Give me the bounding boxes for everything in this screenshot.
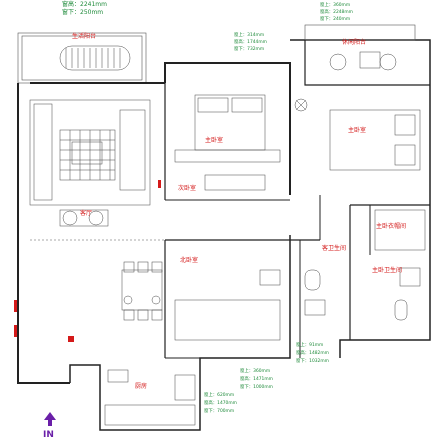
svg-text:主卧室: 主卧室	[348, 126, 366, 134]
living-room-furniture	[29, 99, 151, 227]
svg-text:IN: IN	[43, 430, 54, 440]
master-bedroom-2-furniture	[294, 51, 421, 171]
svg-text:窗下：732mm: 窗下：732mm	[234, 45, 264, 52]
svg-text:北卧室: 北卧室	[180, 256, 198, 264]
room-labels: 生活阳台 休闲阳台 主卧室 主卧室 次卧室 客厅 客卫生间 主卧衣帽间 主卧卫生…	[14, 32, 406, 390]
balcony-planters	[59, 45, 131, 71]
svg-text:窗上：314mm: 窗上：314mm	[234, 31, 264, 38]
svg-text:生活阳台: 生活阳台	[72, 32, 96, 40]
svg-text:窗下：250mm: 窗下：250mm	[62, 8, 103, 16]
svg-text:主卧衣帽间: 主卧衣帽间	[376, 222, 406, 230]
svg-text:厨房: 厨房	[135, 382, 147, 390]
svg-text:窗高：1471mm: 窗高：1471mm	[240, 375, 273, 382]
svg-text:客卫生间: 客卫生间	[322, 244, 346, 252]
svg-text:主卧室: 主卧室	[205, 136, 223, 144]
dining-furniture	[121, 261, 163, 321]
svg-text:窗下：1000mm: 窗下：1000mm	[240, 383, 273, 390]
svg-text:休闲阳台: 休闲阳台	[342, 38, 366, 46]
walls	[17, 24, 431, 431]
dimension-master-window: 窗上：314mm 窗高：1744mm 窗下：732mm	[234, 31, 267, 52]
svg-text:窗上：620mm: 窗上：620mm	[204, 391, 234, 398]
svg-text:窗高：2241mm: 窗高：2241mm	[62, 0, 107, 8]
dimension-balcony-top: 窗高：2241mm 窗下：250mm	[62, 0, 107, 16]
svg-text:窗上：91mm: 窗上：91mm	[296, 341, 323, 348]
bath-fixtures	[174, 209, 426, 341]
dimension-right-top: 窗上：360mm 窗高：2248mm 窗下：240mm	[320, 1, 353, 22]
svg-text:窗高：1482mm: 窗高：1482mm	[296, 349, 329, 356]
svg-text:窗高：1470mm: 窗高：1470mm	[204, 399, 237, 406]
svg-text:窗上：360mm: 窗上：360mm	[320, 1, 350, 8]
svg-text:窗下：1032mm: 窗下：1032mm	[296, 357, 329, 364]
entry-marker: IN	[43, 412, 56, 440]
svg-text:窗上：360mm: 窗上：360mm	[240, 367, 270, 374]
svg-text:次卧室: 次卧室	[178, 184, 196, 192]
master-bedroom-1-furniture	[174, 94, 281, 191]
kitchen-fixtures	[104, 369, 196, 426]
dimension-second-bottom: 窗上：360mm 窗高：1471mm 窗下：1000mm	[240, 367, 273, 390]
svg-text:窗下：240mm: 窗下：240mm	[320, 15, 350, 22]
svg-text:客厅: 客厅	[80, 209, 92, 217]
svg-text:主卧卫生间: 主卧卫生间	[372, 266, 402, 274]
svg-text:窗高：2248mm: 窗高：2248mm	[320, 8, 353, 15]
dimension-kitchen-bottom: 窗上：620mm 窗高：1470mm 窗下：700mm	[204, 391, 237, 414]
svg-text:窗高：1744mm: 窗高：1744mm	[234, 38, 267, 45]
svg-text:窗下：700mm: 窗下：700mm	[204, 407, 234, 414]
dimension-bath-bottom: 窗上：91mm 窗高：1482mm 窗下：1032mm	[296, 341, 329, 364]
